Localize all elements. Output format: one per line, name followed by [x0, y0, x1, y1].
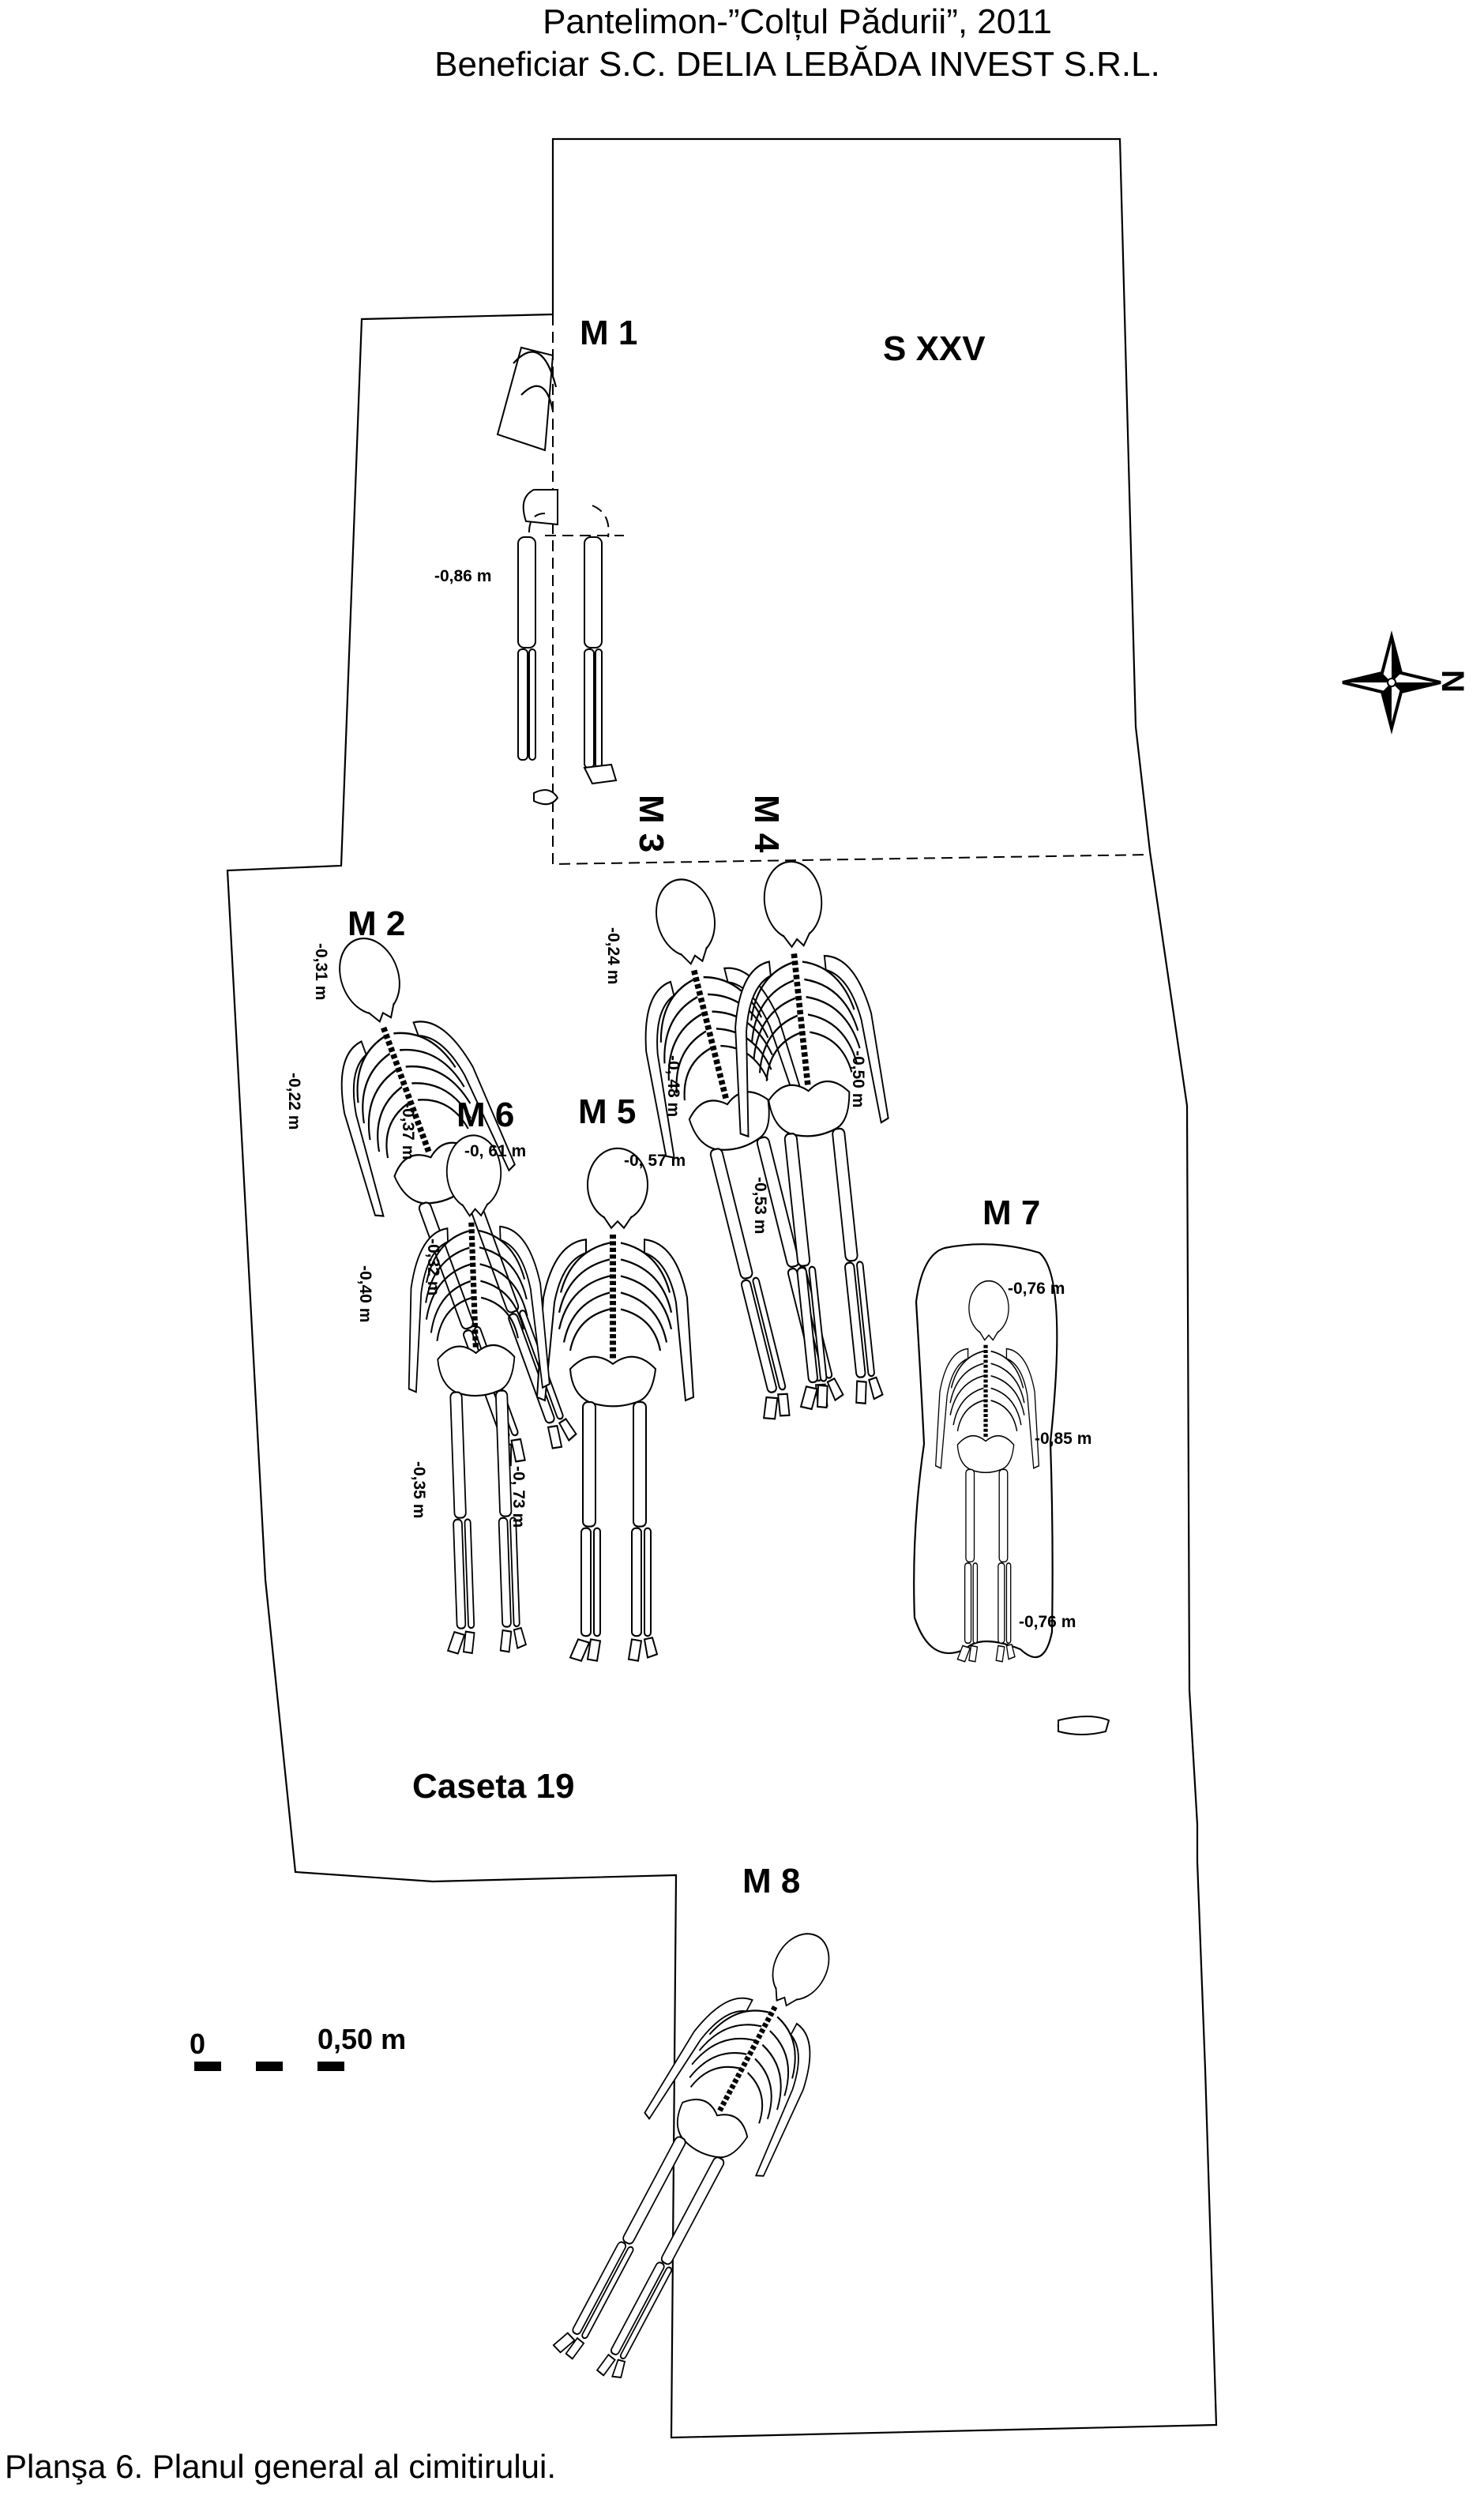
depth-m7-c: -0,76 m: [1019, 1613, 1076, 1631]
section-border: [552, 314, 1151, 866]
depth-m4-a: -0,50 m: [849, 1051, 867, 1107]
depth-m6-c: -0,35 m: [410, 1461, 428, 1518]
depth-m6-a: -0, 61 m: [464, 1142, 526, 1160]
depth-m6-d: -0, 73 m: [509, 1466, 528, 1528]
label-caseta: Caseta 19: [412, 1767, 574, 1806]
loose-bone: [1058, 1716, 1110, 1735]
skeleton-m7: [936, 1281, 1039, 1662]
depth-m5: -0, 57 m: [624, 1152, 686, 1170]
label-m2: M 2: [348, 904, 405, 943]
label-m8: M 8: [742, 1862, 800, 1900]
depth-m4-b: -0,53 m: [751, 1177, 769, 1234]
label-m6: M 6: [456, 1096, 514, 1134]
label-m3: M 3: [632, 795, 671, 852]
depth-m2-d: -0,40 m: [356, 1265, 374, 1322]
trench-outline: [226, 137, 1218, 2439]
scale-bar: [194, 2062, 344, 2071]
skeleton-m8: [527, 1904, 874, 2398]
title-line-1: Pantelimon-”Colțul Pădurii”, 2011: [543, 2, 1052, 41]
scale-end: 0,50 m: [317, 2023, 406, 2055]
skeleton-m4: [712, 854, 917, 1413]
depth-m3-a: -0,24 m: [604, 927, 622, 984]
label-m7: M 7: [982, 1193, 1040, 1232]
depth-m2-b: -0,22 m: [285, 1073, 303, 1130]
label-m4: M 4: [747, 795, 786, 853]
title-line-2: Beneficiar S.C. DELIA LEBĂDA INVEST S.R.…: [434, 45, 1160, 84]
label-m1: M 1: [580, 314, 637, 352]
caption: Planşa 6. Planul general al cimitirului.: [5, 2448, 557, 2485]
scale-start: 0: [190, 2028, 205, 2060]
depth-m7-b: -0,85 m: [1035, 1430, 1091, 1448]
skeleton-m2: [284, 915, 611, 1479]
north-arrow-icon: [1342, 630, 1441, 735]
depth-m1: -0,86 m: [434, 567, 491, 585]
depth-m3-b: -0, 48 m: [664, 1055, 682, 1117]
skeleton-m5: [537, 1148, 693, 1661]
depth-m2-a: -0,31 m: [312, 943, 330, 1000]
label-m5: M 5: [578, 1092, 636, 1131]
depth-m7-a: -0,76 m: [1008, 1280, 1065, 1298]
depth-m6-b: -0,32 m: [424, 1239, 442, 1295]
north-letter: N: [1435, 670, 1470, 693]
depth-m2-c: -0,37 m: [399, 1103, 417, 1160]
skeleton-m1: [496, 346, 624, 806]
label-section: S XXV: [883, 329, 986, 368]
